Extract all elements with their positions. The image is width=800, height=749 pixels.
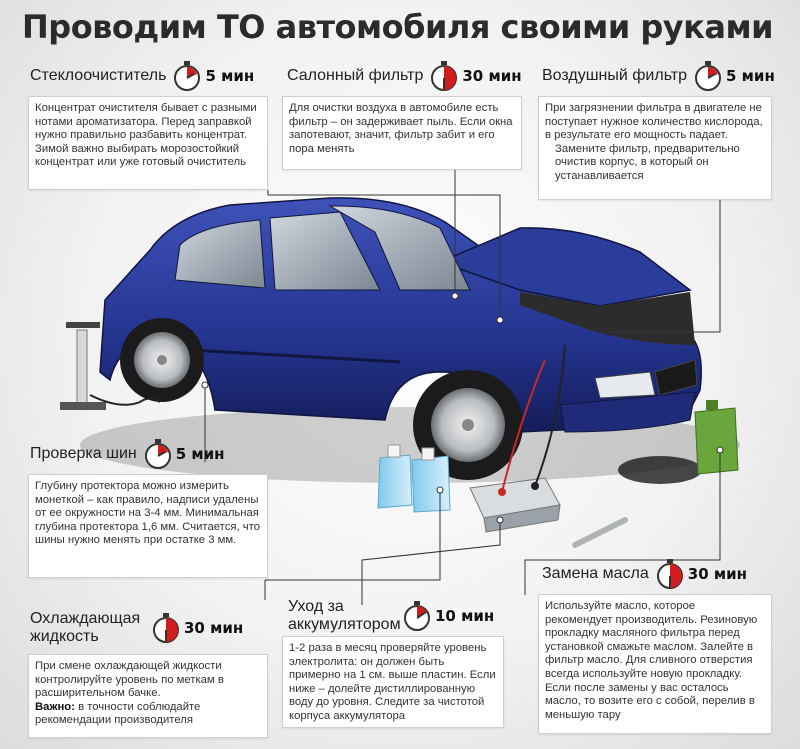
washer-label: Стеклоочиститель — [30, 67, 167, 84]
battery-heading: Уход за аккумулятором 10 мин — [288, 598, 494, 634]
cabin-filter-info-box: Для очистки воздуха в автомобиле есть фи… — [282, 96, 522, 170]
coolant-bottles — [377, 444, 451, 513]
stopwatch-icon — [431, 61, 458, 91]
stopwatch-icon — [404, 601, 430, 631]
coolant-important-text: в точности соблюдайте рекомендации произ… — [35, 700, 201, 727]
front-bumper — [559, 391, 696, 433]
coolant-label: Охлаждающая жидкость — [30, 610, 141, 645]
rear-wheel-hub — [157, 355, 167, 365]
coolant-text: При смене охлаждающей жидкости контролир… — [35, 660, 224, 700]
side-trim — [189, 348, 401, 364]
air-filter-text-1: При загрязнении фильтра в двигателе не п… — [545, 102, 763, 142]
air-filter-info-box: При загрязнении фильтра в двигателе не п… — [538, 96, 772, 200]
tires-info-box: Глубину протектора можно измерить монетк… — [28, 474, 268, 578]
car-hood — [437, 227, 692, 307]
stopwatch-icon — [153, 613, 179, 643]
oil-timer: 30 мин — [655, 558, 747, 590]
washer-time: 5 мин — [205, 67, 255, 85]
cabin-filter-label: Салонный фильтр — [287, 67, 424, 84]
washer-info-box: Концентрат очистителя бывает с разными н… — [28, 96, 268, 190]
battery — [469, 344, 566, 533]
stopwatch-icon — [174, 61, 201, 91]
front-window — [269, 211, 381, 291]
rear-window — [174, 219, 266, 289]
coolant-timer: 30 мин — [151, 612, 243, 644]
oil-time: 30 мин — [687, 565, 748, 583]
washer-text: Концентрат очистителя бывает с разными н… — [35, 102, 257, 169]
page-title: Проводим ТО автомобиля своими руками — [22, 8, 774, 46]
tires-timer: 5 мин — [143, 438, 225, 470]
stopwatch-icon — [695, 61, 722, 91]
oil-heading: Замена масла 30 мин — [542, 558, 747, 590]
stopwatch-icon — [656, 559, 683, 589]
leader-dots — [201, 292, 724, 524]
tires-text: Глубину протектора можно измерить монетк… — [35, 480, 260, 547]
air-filter-time: 5 мин — [726, 67, 775, 85]
cabin-filter-timer: 30 мин — [429, 60, 522, 92]
oil-can — [618, 400, 739, 484]
oil-text: Используйте масло, которое рекомендует п… — [545, 600, 758, 721]
grille — [654, 359, 698, 396]
coolant-info-box: При смене охлаждающей жидкости контролир… — [28, 654, 268, 738]
cabin-filter-heading: Салонный фильтр 30 мин — [287, 60, 522, 92]
leader-lines — [204, 170, 721, 605]
oil-label: Замена масла — [542, 565, 649, 582]
oil-info-box: Используйте масло, которое рекомендует п… — [538, 594, 772, 734]
coolant-heading: Охлаждающая жидкость 30 мин — [30, 610, 243, 646]
wrench — [572, 517, 628, 548]
battery-info-box: 1-2 раза в месяц проверяйте уровень элек… — [282, 636, 504, 728]
car — [99, 197, 702, 480]
tires-time: 5 мин — [175, 445, 225, 463]
coolant-important-label: Важно: — [35, 700, 75, 713]
air-filter-heading: Воздушный фильтр 5 мин — [542, 60, 775, 92]
coolant-important: Важно: в точности соблюдайте рекомендаци… — [35, 701, 261, 728]
battery-time: 10 мин — [435, 607, 495, 625]
cabin-filter-text: Для очистки воздуха в автомобиле есть фи… — [289, 102, 513, 155]
battery-label: Уход за аккумулятором — [288, 598, 401, 633]
air-filter-label: Воздушный фильтр — [542, 67, 688, 84]
cabin-filter-time: 30 мин — [462, 67, 522, 85]
windshield — [328, 205, 471, 291]
battery-text: 1-2 раза в месяц проверяйте уровень элек… — [289, 642, 496, 722]
tires-heading: Проверка шин 5 мин — [30, 438, 225, 470]
air-filter-timer: 5 мин — [693, 60, 775, 92]
washer-timer: 5 мин — [172, 60, 254, 92]
battery-timer: 10 мин — [402, 600, 494, 632]
tire-pump — [60, 322, 161, 410]
air-filter-text-2: Замените фильтр, предварительно очистив … — [555, 142, 740, 182]
tires-label: Проверка шин — [30, 445, 137, 462]
stopwatch-icon — [144, 439, 171, 469]
headlight — [594, 371, 656, 399]
coolant-time: 30 мин — [184, 619, 244, 637]
front-wheel-hub — [462, 419, 474, 431]
washer-heading: Стеклоочиститель 5 мин — [30, 60, 254, 92]
